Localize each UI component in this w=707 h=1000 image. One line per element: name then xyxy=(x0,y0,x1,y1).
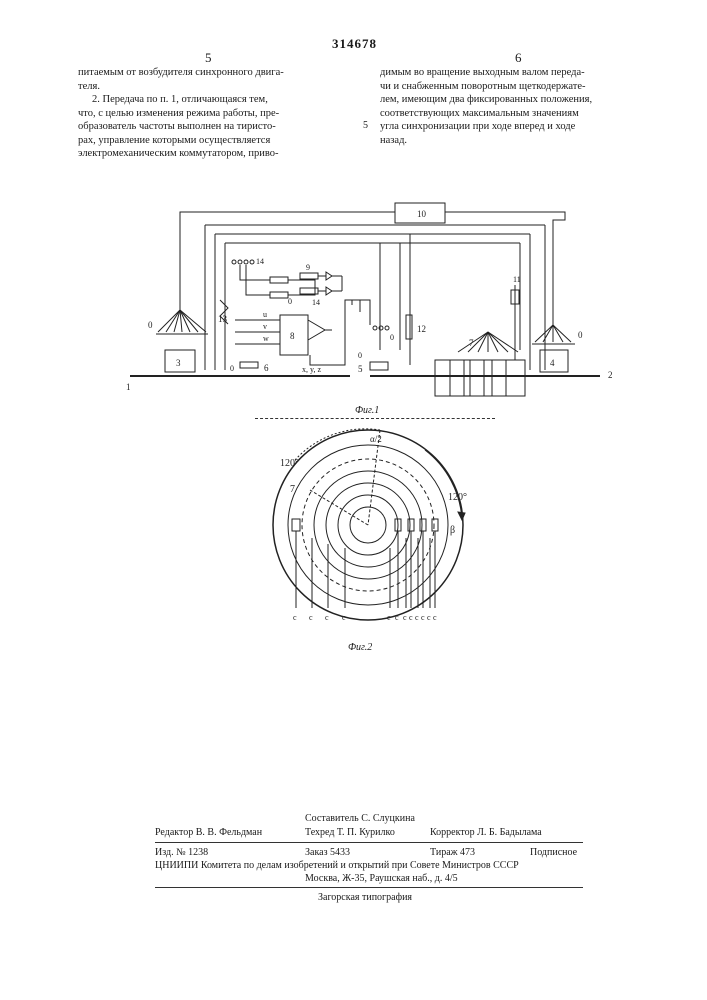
text-line: 2. Передача по п. 1, отличающаяся тем, xyxy=(78,93,348,107)
label-w: w xyxy=(263,334,269,343)
label-12: 12 xyxy=(417,324,426,334)
label-7: 7 xyxy=(469,338,474,348)
angle-label-right: 120° xyxy=(448,492,467,503)
imprint-compiler: Составитель С. Слуцкина xyxy=(305,812,415,825)
terminal-label: c xyxy=(387,613,391,622)
terminal-label: c xyxy=(427,613,431,622)
imprint-techred: Техред Т. П. Курилко xyxy=(305,826,395,839)
page-number-right: 6 xyxy=(515,50,522,66)
alpha-label: α/2 xyxy=(370,434,382,444)
text-line: димым во вращение выходным валом переда- xyxy=(380,66,655,80)
label-3: 3 xyxy=(176,358,181,368)
ring-label-7: 7 xyxy=(290,484,295,495)
terminal-label: c xyxy=(421,613,425,622)
imprint-izd: Изд. № 1238 xyxy=(155,846,208,859)
label-0a: 0 xyxy=(288,297,292,306)
beta-label: β xyxy=(450,525,455,536)
text-line: чи и снабженным поворотным щеткодержате- xyxy=(380,80,655,94)
figure-1-caption: Фиг.1 xyxy=(355,405,379,416)
imprint-podpisnoe: Подписное xyxy=(530,846,577,859)
terminal-label: c xyxy=(395,613,399,622)
label-11: 11 xyxy=(513,275,521,284)
terminal-label: c xyxy=(325,613,329,622)
label-4: 4 xyxy=(550,358,555,368)
label-0e: 0 xyxy=(578,330,583,340)
imprint-divider-top xyxy=(155,842,583,843)
text-line: лем, имеющим два фиксированных положения… xyxy=(380,93,655,107)
label-14a: 14 xyxy=(256,257,264,266)
text-line: рах, управление которыми осуществляется xyxy=(78,134,348,148)
label-0f: 0 xyxy=(390,333,394,342)
text-line: электромеханическим коммутатором, приво- xyxy=(78,147,348,161)
text-line: теля. xyxy=(78,80,348,94)
text-line: образователь частоты выполнен на тиристо… xyxy=(78,120,348,134)
label-0c: 0 xyxy=(230,364,234,373)
figure-2-caption: Фиг.2 xyxy=(348,642,372,653)
terminal-label: c xyxy=(409,613,413,622)
text-line: что, с целью изменения режима работы, пр… xyxy=(78,107,348,121)
label-5: 5 xyxy=(358,364,363,374)
text-line: угла синхронизации при ходе вперед и ход… xyxy=(380,120,655,134)
imprint-divider-bottom xyxy=(155,887,583,888)
terminal-label: c xyxy=(433,613,437,622)
text-line: соответствующих максимальным значениям xyxy=(380,107,655,121)
terminal-label: c xyxy=(293,613,297,622)
imprint-institute: ЦНИИПИ Комитета по делам изобретений и о… xyxy=(155,859,519,872)
imprint-order: Заказ 5433 xyxy=(305,846,350,859)
label-v: v xyxy=(263,322,267,331)
imprint-address: Москва, Ж-35, Раушская наб., д. 4/5 xyxy=(305,872,458,885)
label-u: u xyxy=(263,310,267,319)
angle-label-left: 120° xyxy=(280,458,299,469)
right-text-column: димым во вращение выходным валом переда-… xyxy=(380,66,655,147)
label-0d: 0 xyxy=(358,351,362,360)
label-xyz: x, y, z xyxy=(302,365,321,374)
label-13: 13 xyxy=(218,314,228,324)
terminal-label: c xyxy=(309,613,313,622)
label-2: 2 xyxy=(608,370,613,380)
label-8: 8 xyxy=(290,331,295,341)
imprint-printer: Загорская типография xyxy=(318,891,412,904)
left-text-column: питаемым от возбудителя синхронного двиг… xyxy=(78,66,348,161)
imprint-editor: Редактор В. В. Фельдман xyxy=(155,826,262,839)
text-line: назад. xyxy=(380,134,655,148)
label-1: 1 xyxy=(126,382,131,392)
line-number-marker: 5 xyxy=(363,120,368,131)
label-6: 6 xyxy=(264,363,269,373)
imprint-tirazh: Тираж 473 xyxy=(430,846,475,859)
label-10: 10 xyxy=(417,209,427,219)
figure-divider xyxy=(255,418,495,419)
text-line: питаемым от возбудителя синхронного двиг… xyxy=(78,66,348,80)
page-number-left: 5 xyxy=(205,50,212,66)
figure-2-rings: 120° 120° α/2 β 7 c c c c c c c c c c c … xyxy=(250,420,490,630)
label-0b: 0 xyxy=(148,320,153,330)
terminal-label: c xyxy=(415,613,419,622)
label-9: 9 xyxy=(306,263,310,272)
figure-1-schematic: 10 14 0 9 14 13 8 u v w x, y, z xyxy=(120,200,650,410)
terminal-label: c xyxy=(403,613,407,622)
label-14b: 14 xyxy=(312,298,320,307)
terminal-label: c xyxy=(342,613,346,622)
imprint-corrector: Корректор Л. Б. Бадылама xyxy=(430,826,542,839)
document-number: 314678 xyxy=(332,36,377,52)
